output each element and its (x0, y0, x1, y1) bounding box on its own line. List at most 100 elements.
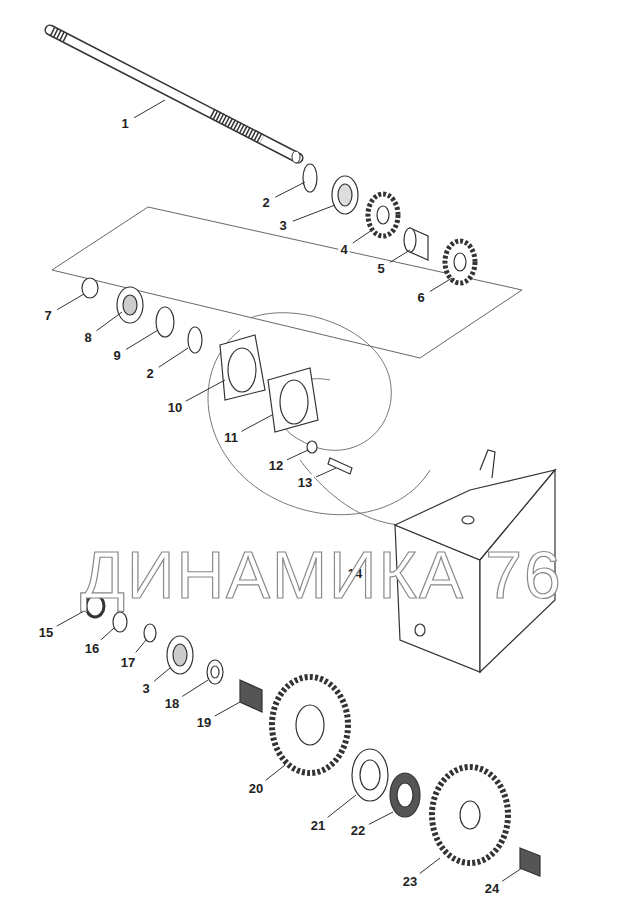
ring (303, 164, 317, 192)
leader-line (159, 348, 188, 367)
gear (368, 194, 398, 236)
callout-number: 17 (119, 655, 137, 670)
flange (220, 335, 265, 400)
assembly-outline (52, 207, 522, 525)
sleeve-end (404, 228, 416, 252)
leader-line (182, 680, 208, 696)
leader-line (275, 182, 305, 197)
shaft-end (292, 151, 300, 163)
housing (268, 368, 318, 432)
lock-washer (113, 612, 127, 632)
washer (207, 660, 223, 684)
leader-line (266, 765, 285, 780)
swirl-line (250, 313, 391, 451)
leader-line (293, 205, 335, 221)
leader-line (353, 230, 372, 243)
callout-number: 16 (83, 641, 101, 656)
callout-number: 9 (111, 348, 122, 363)
bearing-inner (338, 184, 352, 206)
leader-line (287, 450, 308, 460)
leader-line (369, 812, 393, 824)
ring (390, 773, 420, 817)
callout-number: 11 (222, 430, 240, 445)
leader-line (96, 312, 122, 331)
leader-line (502, 868, 522, 881)
gear-hub (460, 801, 480, 829)
callout-number: 15 (37, 625, 55, 640)
leader-line (241, 415, 272, 431)
callout-number: 3 (140, 681, 151, 696)
bracket-hole (415, 624, 425, 636)
shaft-outline (50, 30, 298, 158)
callout-number: 2 (260, 195, 271, 210)
leader-line (390, 250, 410, 262)
bracket-hole (462, 516, 474, 524)
sleeve (352, 749, 388, 801)
shaft-splines (212, 113, 262, 139)
shaft-splines (52, 31, 66, 38)
callout-number: 2 (144, 366, 155, 381)
shaft (50, 30, 300, 163)
callout-number: 20 (247, 781, 265, 796)
leader-line (134, 100, 165, 118)
callout-number: 6 (415, 290, 426, 305)
bearing (332, 176, 358, 214)
leader-line (101, 628, 114, 640)
gear (272, 677, 348, 773)
leader-line (215, 702, 240, 716)
callout-number: 18 (163, 696, 181, 711)
callout-number: 12 (267, 458, 285, 473)
swirl-line (208, 330, 430, 515)
shaft-body (50, 30, 298, 158)
leader-line (430, 278, 452, 292)
bearing-inner (173, 644, 187, 666)
gear-hub (377, 206, 389, 224)
callout-number: 3 (277, 218, 288, 233)
callout-number: 5 (375, 261, 386, 276)
leader-line (154, 668, 170, 681)
bushing (82, 278, 98, 298)
bracket-tab (480, 450, 495, 478)
group-frame (52, 207, 522, 358)
callout-number: 23 (401, 874, 419, 889)
gear-hub (454, 253, 466, 271)
leader-line (316, 468, 336, 477)
callout-number: 22 (349, 823, 367, 838)
washer-hole (211, 666, 219, 678)
bearing (117, 287, 143, 323)
callout-number: 8 (82, 330, 93, 345)
gear (445, 241, 475, 283)
ring (156, 307, 174, 337)
leader-line (57, 610, 86, 626)
bearing (167, 636, 193, 674)
callout-number: 13 (296, 475, 314, 490)
needle-bearing (240, 680, 262, 712)
washer (307, 441, 317, 453)
callout-number: 7 (42, 308, 53, 323)
callout-number: 1 (119, 116, 130, 131)
leader-line (57, 294, 84, 310)
leader-line (186, 380, 225, 401)
leader-line (136, 640, 146, 653)
bolt (328, 458, 352, 474)
leader-line (328, 795, 356, 817)
ring (188, 327, 202, 353)
callout-number: 21 (309, 818, 327, 833)
ring-inner (397, 783, 413, 807)
flange-hole (228, 348, 256, 392)
bearing-inner (123, 295, 137, 315)
callout-number: 10 (166, 400, 184, 415)
sleeve-inner (360, 760, 380, 790)
gear-hub (296, 705, 324, 745)
washer (144, 624, 156, 642)
needle-bearing (520, 848, 540, 876)
lower-parts (86, 595, 540, 876)
leader-line (126, 330, 158, 350)
leader-line (420, 858, 440, 874)
callout-number: 4 (338, 242, 349, 257)
housing-hole (280, 380, 308, 424)
upper-parts (82, 164, 475, 474)
callout-number: 24 (483, 881, 501, 896)
watermark: ДИНАМИКА 76 (80, 540, 562, 610)
